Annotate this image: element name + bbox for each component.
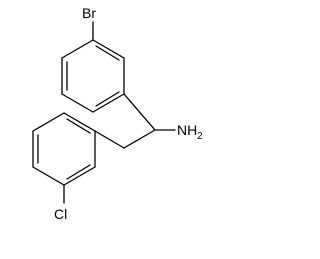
bond-hex2-c: [32, 166, 65, 186]
bromine-label: Br: [82, 5, 96, 21]
bond-hex2-f: [63, 112, 96, 132]
amine-label: NH: [177, 122, 197, 138]
bond-hex2-a: [32, 112, 65, 132]
double-bond-hex2-3: [66, 118, 91, 134]
chlorophenyl-ring: [32, 112, 96, 186]
bond-ch-ch2: [123, 129, 156, 149]
amine-subscript: 2: [197, 131, 203, 142]
bond-hex1-f: [92, 39, 125, 59]
molecule-drawing: Br NH 2 Cl: [32, 5, 203, 222]
bond-hex1-a: [61, 39, 94, 59]
double-bond-hex1-2: [95, 91, 120, 107]
bond-hex1-d: [92, 93, 125, 113]
bond-ring1-ch: [123, 93, 156, 131]
bond-ch2-ring2: [94, 130, 125, 149]
bond-hex1-c: [61, 93, 94, 113]
double-bond-hex2-2: [66, 164, 91, 180]
double-bond-hex1-3: [95, 45, 120, 61]
bromophenyl-hexagon: [61, 39, 125, 113]
chlorine-label: Cl: [54, 206, 67, 222]
bond-hex2-d: [63, 166, 96, 186]
structure-canvas: Br NH 2 Cl: [32, 5, 203, 222]
